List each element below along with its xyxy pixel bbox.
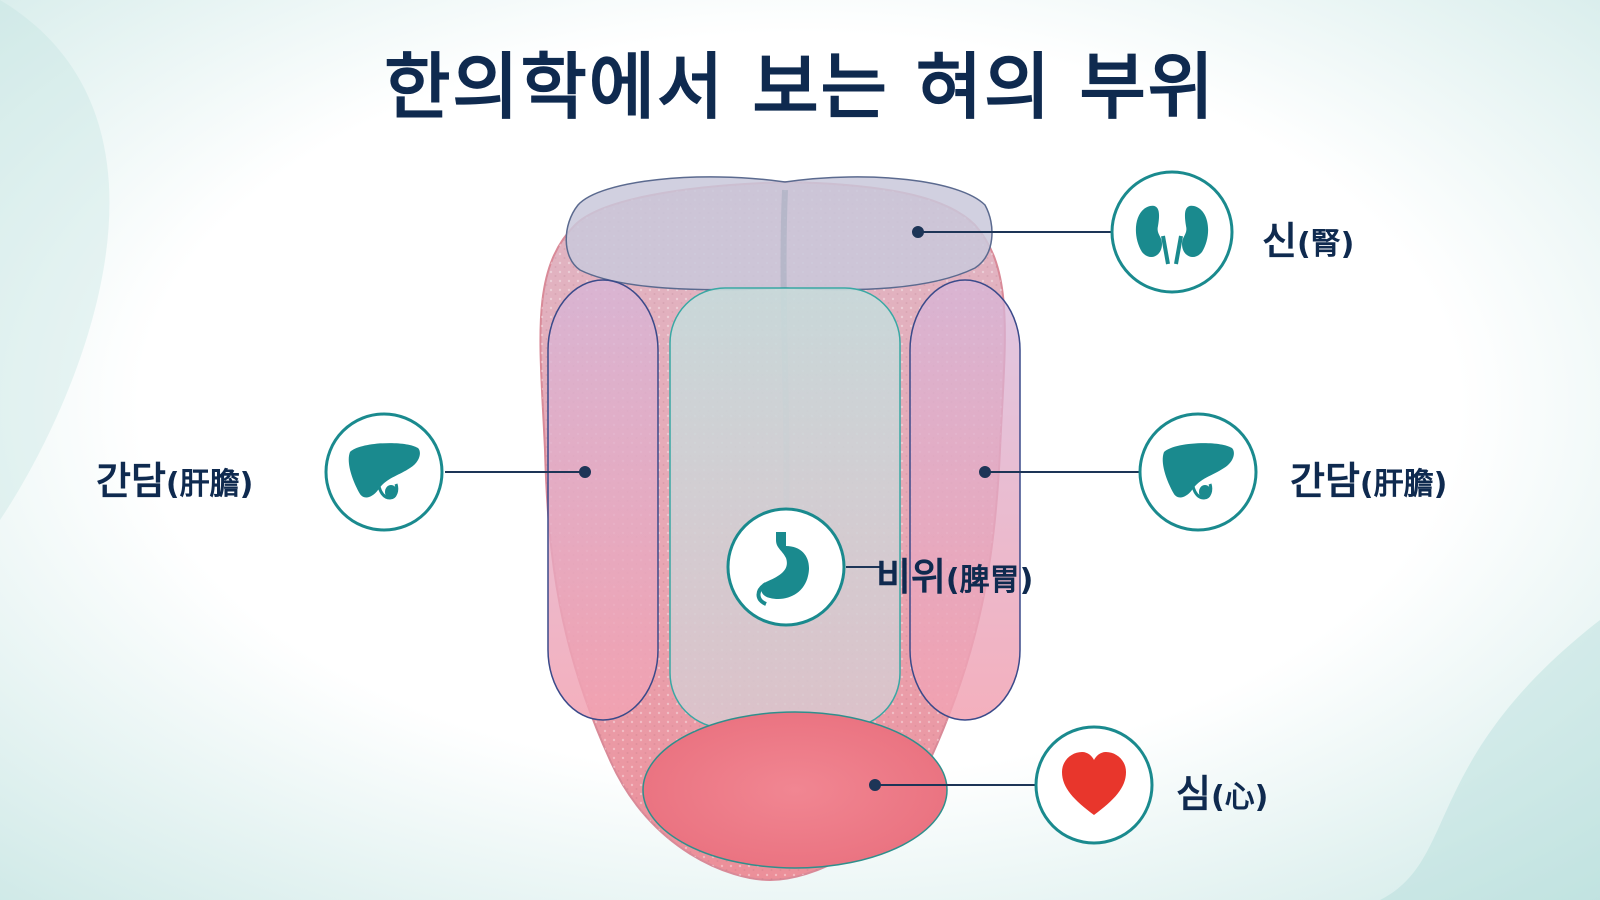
kidney-icon [1135, 205, 1209, 265]
stomach-icon [756, 532, 810, 606]
label-stomach-hanja: (脾胃) [945, 563, 1034, 598]
zone-liver-right [909, 279, 1021, 721]
zone-heart [642, 711, 948, 869]
background-swoosh [0, 0, 110, 520]
label-heart-hanja: (心) [1210, 780, 1269, 815]
label-heart-name: 심 [1176, 772, 1211, 816]
label-heart: 심(心) [1176, 763, 1268, 818]
heart-icon [1062, 752, 1126, 815]
label-kidney: 신(腎) [1262, 210, 1354, 265]
heart-badge [1034, 725, 1154, 845]
kidney-badge [1110, 170, 1234, 294]
liver-gallbladder-icon [1162, 443, 1234, 500]
page-title: 한의학에서 보는 혀의 부위 [384, 45, 1216, 129]
label-liver-right: 간담(肝膽) [1290, 450, 1447, 505]
label-liver-left-name: 간담 [96, 459, 166, 503]
liver-left-badge [324, 412, 444, 532]
label-stomach: 비위(脾胃) [876, 546, 1033, 601]
stomach-badge [726, 507, 846, 627]
label-liver-left: 간담(肝膽) [96, 450, 253, 505]
label-kidney-hanja: (腎) [1296, 227, 1355, 262]
connectors [445, 226, 1140, 791]
label-stomach-name: 비위 [876, 555, 946, 599]
zone-liver-left [547, 279, 659, 721]
background-swoosh [1380, 620, 1600, 900]
label-liver-right-name: 간담 [1290, 459, 1360, 503]
label-liver-right-hanja: (肝膽) [1359, 467, 1448, 502]
liver-gallbladder-icon [348, 443, 420, 500]
liver-right-badge [1138, 412, 1258, 532]
zone-kidney [565, 176, 993, 291]
label-liver-left-hanja: (肝膽) [165, 467, 254, 502]
label-kidney-name: 신 [1262, 219, 1297, 263]
